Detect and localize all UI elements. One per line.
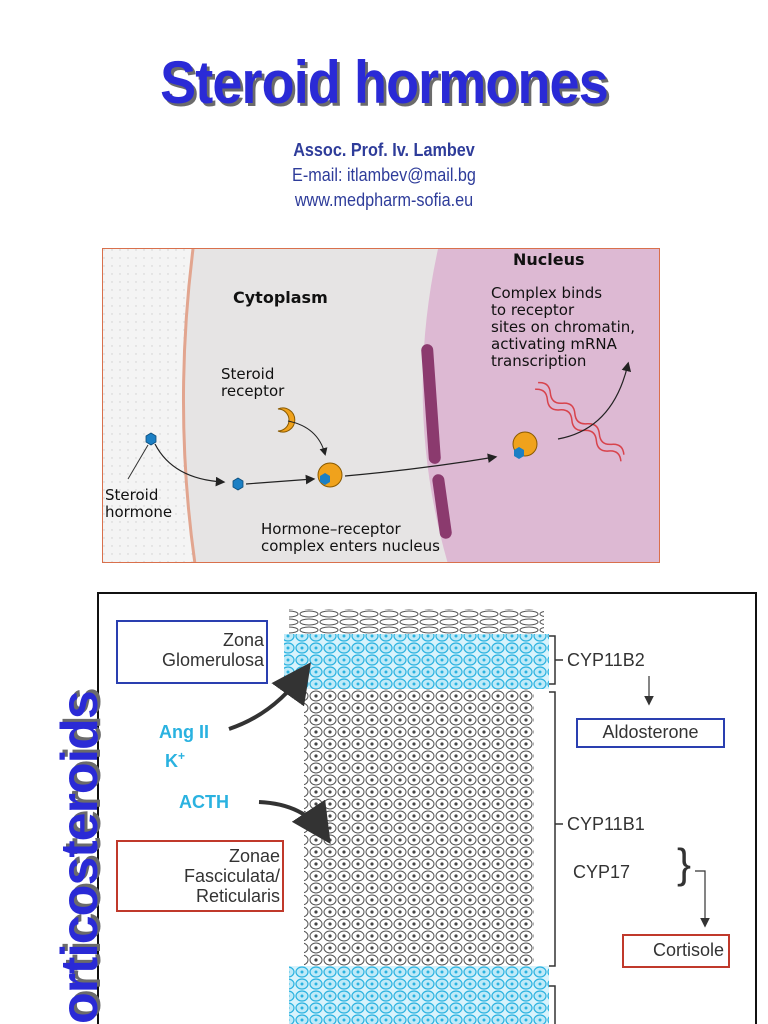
zona-glomerulosa-region xyxy=(284,634,549,689)
ang-ii-label: Ang II xyxy=(159,722,209,742)
hormone-icon-outside xyxy=(145,432,157,446)
adrenal-capsule xyxy=(289,609,544,637)
acth-label: ACTH xyxy=(179,792,229,812)
author-email: E-mail: itlambev@mail.bg xyxy=(292,165,476,185)
complex-icon-cytoplasm xyxy=(317,462,343,488)
corticosteroids-side-label: orticosteroids xyxy=(51,691,109,1024)
steroid-receptor-label: Steroid receptor xyxy=(221,365,285,400)
adrenal-cortex-illustration xyxy=(228,609,710,1024)
author-website: www.medpharm-sofia.eu xyxy=(294,190,474,210)
adrenal-cortex-diagram: Zona Glomerulosa Ang II K+ ACTH Zonae Fa… xyxy=(97,592,757,1024)
nucleus-region xyxy=(422,249,659,562)
k-plus-label: K+ xyxy=(165,749,186,771)
zona-glomerulosa-box xyxy=(116,620,268,684)
nuclear-envelope-lower xyxy=(432,474,452,539)
cyp11b1-label: CYP11B1 xyxy=(567,814,645,834)
page-title: Steroid hormones xyxy=(160,49,609,116)
complex-enters-label: Hormone–receptor complex enters nucleus xyxy=(261,520,440,555)
cyp11b2-label: CYP11B2 xyxy=(567,650,645,670)
author-name: Assoc. Prof. Iv. Lambev xyxy=(293,140,475,160)
nuclear-envelope-upper xyxy=(421,344,441,464)
cell-membrane xyxy=(182,249,197,562)
acth-arrow xyxy=(258,799,331,844)
zona-glomerulosa-label: Zona Glomerulosa xyxy=(161,630,264,670)
nucleus-label: Nucleus xyxy=(513,250,585,269)
nucleus-description: Complex binds to receptor sites on chrom… xyxy=(491,284,636,370)
aldosterone-box xyxy=(576,718,725,748)
zonae-fasciculata-box xyxy=(116,840,284,912)
hormone-icon-cytoplasm xyxy=(232,477,244,491)
author-block: Assoc. Prof. Iv. Lambev E-mail: itlambev… xyxy=(38,138,729,213)
zonae-fasciculata-label: Zonae Fasciculata/ Reticularis xyxy=(183,846,280,906)
cortisole-label: Cortisole xyxy=(652,940,724,960)
cell-illustration xyxy=(103,249,659,562)
aldosterone-label: Aldosterone xyxy=(602,722,699,742)
cortisole-box xyxy=(622,934,730,968)
medulla-region xyxy=(289,966,549,1024)
receptor-icon xyxy=(277,407,296,433)
cyp17-label: CYP17 xyxy=(573,862,631,882)
chromatin-strand xyxy=(538,381,625,455)
ang-ii-arrow xyxy=(228,662,311,731)
steroid-hormone-label: Steroid hormone xyxy=(105,486,173,521)
brace-symbol: } xyxy=(677,840,692,887)
zona-fasciculata-region xyxy=(304,689,534,969)
transcription-arrow xyxy=(557,361,632,440)
steroid-mechanism-diagram: Nucleus Cytoplasm Complex binds to recep… xyxy=(102,248,660,563)
cytoplasm-label: Cytoplasm xyxy=(233,288,328,307)
